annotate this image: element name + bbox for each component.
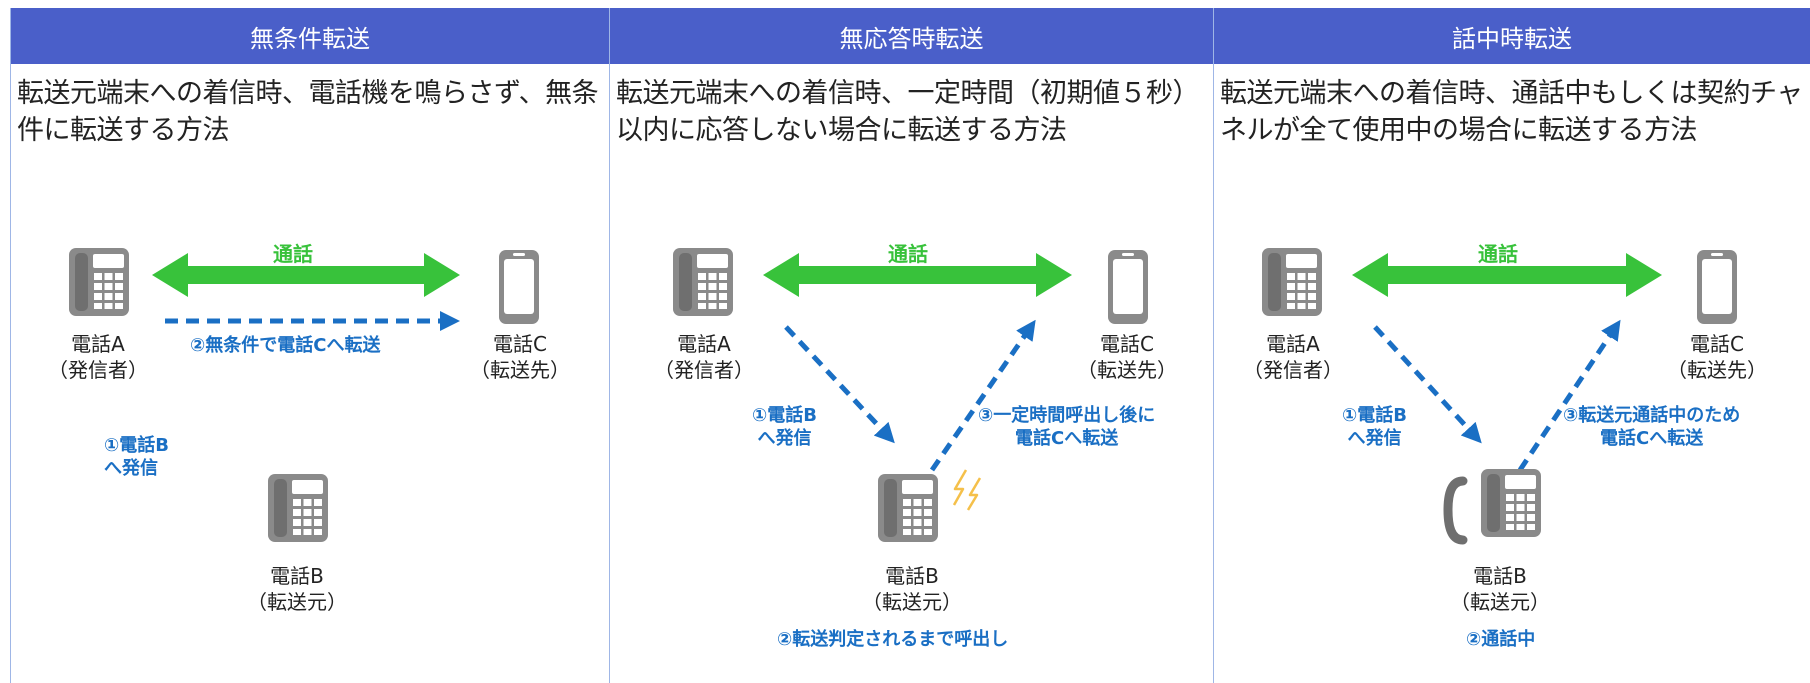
phone-c-name: 電話C — [1690, 332, 1744, 356]
col3-step2-label: ②通話中 — [1466, 629, 1536, 650]
col2-call-b-arrow — [784, 325, 895, 444]
phone-c-role: （転送先） — [1667, 358, 1767, 382]
col1-step1-label: ①電話B へ発信 — [104, 435, 169, 480]
col3-phone-c-label: 電話C （転送先） — [1662, 331, 1772, 383]
phone-b-name: 電話B — [885, 564, 939, 588]
phone-b-name: 電話B — [1473, 564, 1527, 588]
col2-call-label: 通話 — [888, 242, 928, 266]
column-no-answer-transfer: 無応答時転送 転送元端末への着信時、一定時間（初期値５秒）以内に応答しない場合に… — [610, 8, 1214, 683]
col3-transfer-arrow — [1517, 319, 1621, 472]
col2-green-call-arrow — [763, 253, 1072, 297]
offhook-handset-icon — [1443, 476, 1468, 545]
phone-b-role: （転送元） — [1450, 590, 1550, 614]
column-title: 無応答時転送 — [610, 8, 1213, 64]
phone-b-name: 電話B — [270, 564, 324, 588]
phone-b-role: （転送元） — [247, 590, 347, 614]
col1-phone-b-label: 電話B （転送元） — [247, 563, 347, 615]
column-description: 転送元端末への着信時、一定時間（初期値５秒）以内に応答しない場合に転送する方法 — [616, 78, 1200, 146]
col2-step3-label: ③一定時間呼出し後に 電話Cへ転送 — [978, 405, 1156, 450]
column-busy-transfer: 話中時転送 転送元端末への着信時、通話中もしくは契約チャネルが全て使用中の場合に… — [1214, 8, 1810, 683]
col3-step1-label: ①電話B へ発信 — [1342, 405, 1407, 450]
phone-a-name: 電話A — [677, 332, 731, 356]
phone-b-role: （転送元） — [862, 590, 962, 614]
col2-phone-c-label: 電話C （転送先） — [1072, 331, 1182, 383]
phone-c-role: （転送先） — [1077, 358, 1177, 382]
col1-call-label: 通話 — [273, 242, 313, 266]
phone-a-role: （発信者） — [1243, 358, 1343, 382]
col1-green-call-arrow — [152, 253, 460, 297]
ringing-lightning-icon — [952, 469, 982, 511]
col1-phone-c-label: 電話C （転送先） — [465, 331, 575, 383]
column-title: 無条件転送 — [11, 8, 609, 64]
col3-phone-a-label: 電話A （発信者） — [1243, 331, 1343, 383]
col3-green-call-arrow — [1352, 253, 1662, 297]
phone-a-role: （発信者） — [48, 358, 148, 382]
col2-phone-b-label: 電話B （転送元） — [862, 563, 962, 615]
col3-phone-b-label: 電話B （転送元） — [1450, 563, 1550, 615]
col1-step2-label: ②無条件で電話Cへ転送 — [190, 335, 381, 356]
phone-a-name: 電話A — [1266, 332, 1320, 356]
column-title: 話中時転送 — [1214, 8, 1810, 64]
phone-a-name: 電話A — [71, 332, 125, 356]
column-description: 転送元端末への着信時、通話中もしくは契約チャネルが全て使用中の場合に転送する方法 — [1220, 78, 1803, 146]
col1-phone-a-label: 電話A （発信者） — [48, 331, 148, 383]
phone-a-role: （発信者） — [654, 358, 754, 382]
col2-step1-label: ①電話B へ発信 — [752, 405, 817, 450]
phone-c-name: 電話C — [1100, 332, 1154, 356]
col3-call-label: 通話 — [1478, 242, 1518, 266]
col2-transfer-arrow — [929, 319, 1036, 472]
phone-c-role: （転送先） — [470, 358, 570, 382]
col2-phone-a-label: 電話A （発信者） — [654, 331, 754, 383]
col3-step3-label: ③転送元通話中のため 電話Cへ転送 — [1563, 405, 1741, 450]
col3-call-b-arrow — [1373, 325, 1482, 444]
phone-c-name: 電話C — [493, 332, 547, 356]
column-description: 転送元端末への着信時、電話機を鳴らさず、無条件に転送する方法 — [17, 78, 599, 146]
column-unconditional-transfer: 無条件転送 転送元端末への着信時、電話機を鳴らさず、無条件に転送する方法 — [10, 8, 610, 683]
col2-step2-label: ②転送判定されるまで呼出し — [777, 629, 1009, 650]
